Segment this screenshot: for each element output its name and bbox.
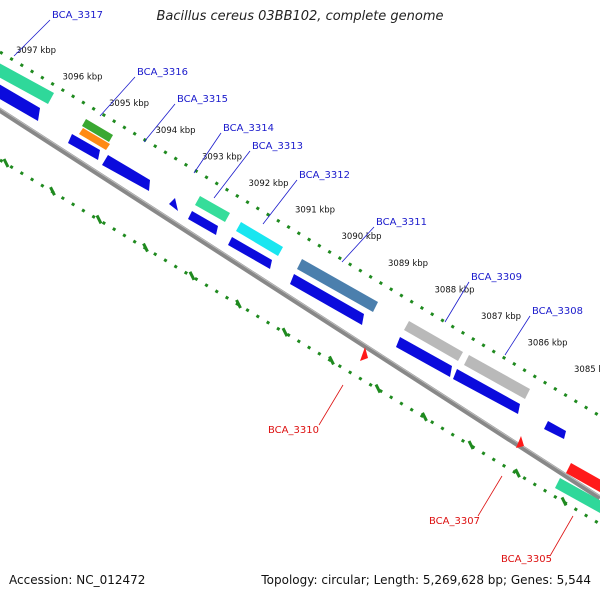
topology-summary: Topology: circular; Length: 5,269,628 bp… [261, 573, 591, 587]
genome-backbone [0, 107, 600, 501]
leader-bca-3305 [549, 515, 574, 557]
reverse-strand-markers [360, 347, 524, 448]
label-leaders [13, 19, 574, 557]
major-tick [281, 327, 289, 337]
kbp-tick-label: 3095 kbp [109, 99, 149, 109]
cds-arrow[interactable] [68, 134, 100, 160]
major-tick [560, 496, 568, 507]
cds-arrow[interactable] [0, 80, 40, 121]
leader-bca-3314 [193, 132, 222, 174]
gene-bar-bca-3305-a[interactable] [566, 463, 600, 495]
major-tick [95, 214, 103, 225]
tick-marks [2, 158, 568, 507]
lower-dotted-track [0, 158, 600, 526]
cds-arrow[interactable] [290, 274, 364, 325]
genome-backbone-highlight [0, 107, 600, 497]
major-tick [2, 158, 10, 168]
leader-bca-3310 [318, 384, 344, 426]
gene-label-bca-3307[interactable]: BCA_3307 [429, 516, 480, 527]
major-tick [467, 440, 475, 450]
gene-label-bca-3314[interactable]: BCA_3314 [223, 123, 274, 134]
gene-bar-bca-3314[interactable] [195, 196, 230, 222]
leader-bca-3312 [262, 179, 298, 225]
gene-label-bca-3313[interactable]: BCA_3313 [252, 141, 303, 152]
gene-label-bca-3308[interactable]: BCA_3308 [532, 306, 583, 317]
kbp-tick-label: 3091 kbp [295, 206, 335, 216]
gene-label-bca-3312[interactable]: BCA_3312 [299, 170, 350, 181]
cds-arrow[interactable] [396, 337, 452, 377]
gene-label-bca-3311[interactable]: BCA_3311 [376, 217, 427, 228]
gene-bar-bca-3308[interactable] [464, 355, 530, 399]
gene-bar-bca-3317[interactable] [0, 58, 54, 104]
cds-arrow[interactable] [169, 198, 178, 211]
kbp-labels: 3097 kbp 3096 kbp 3095 kbp 3094 kbp 3093 kbp… [16, 46, 600, 375]
gene-bar-bca-3309[interactable] [404, 321, 463, 361]
major-tick [49, 186, 56, 196]
page-title: Bacillus cereus 03BB102, complete genome [156, 9, 444, 24]
leader-bca-3313 [213, 150, 251, 199]
major-tick [142, 242, 149, 253]
kbp-tick-label: 3087 kbp [481, 312, 521, 322]
reverse-arrow-bca-3310[interactable] [360, 347, 368, 361]
upper-dotted-track [0, 50, 600, 418]
leader-bca-3316 [99, 76, 136, 117]
major-tick [235, 299, 242, 309]
gene-label-bca-3309[interactable]: BCA_3309 [471, 272, 522, 283]
gene-labels: BCA_3317 BCA_3316 BCA_3315 BCA_3314 BCA_… [52, 10, 583, 565]
cds-arrow[interactable] [544, 421, 566, 439]
major-tick [188, 271, 196, 281]
cds-arrow[interactable] [188, 211, 218, 235]
leader-bca-3317 [13, 19, 51, 57]
gene-bar-bca-3316-b[interactable] [79, 128, 110, 150]
kbp-tick-label: 3092 kbp [249, 179, 289, 189]
major-tick [328, 355, 335, 366]
gene-bar-bca-3313[interactable] [236, 222, 283, 256]
kbp-tick-label: 3090 kbp [342, 232, 382, 242]
major-tick [374, 383, 382, 394]
gene-label-bca-3317[interactable]: BCA_3317 [52, 10, 103, 21]
leader-bca-3307 [477, 475, 503, 517]
kbp-tick-label: 3097 kbp [16, 46, 56, 56]
gene-label-bca-3315[interactable]: BCA_3315 [177, 94, 228, 105]
major-tick [514, 468, 521, 478]
kbp-tick-label: 3094 kbp [156, 126, 196, 136]
cds-track [0, 80, 566, 439]
kbp-tick-label: 3086 kbp [528, 339, 568, 349]
leader-bca-3308 [504, 315, 531, 356]
leader-bca-3311 [341, 226, 375, 263]
gene-bar-bca-3316-a[interactable] [82, 119, 113, 142]
gene-label-bca-3310[interactable]: BCA_3310 [268, 425, 319, 436]
kbp-tick-label: 3088 kbp [435, 285, 475, 295]
kbp-tick-label: 3096 kbp [63, 73, 103, 83]
cds-arrow[interactable] [102, 155, 150, 191]
major-tick [421, 412, 428, 422]
reverse-arrow-bca-3307[interactable] [516, 436, 524, 448]
accession-text: Accession: NC_012472 [9, 573, 146, 587]
feature-track [0, 58, 600, 513]
gene-bar-bca-3311[interactable] [297, 259, 378, 312]
gene-label-bca-3305[interactable]: BCA_3305 [501, 554, 552, 565]
cds-arrow[interactable] [228, 237, 272, 269]
kbp-tick-label: 3089 kbp [388, 259, 428, 269]
gene-label-bca-3316[interactable]: BCA_3316 [137, 67, 188, 78]
gene-bar-bca-3305-b[interactable] [555, 478, 600, 513]
kbp-tick-label: 3093 kbp [202, 152, 242, 162]
leader-bca-3309 [444, 281, 470, 323]
kbp-tick-label: 3085 kbp [574, 365, 600, 375]
cds-arrow[interactable] [453, 369, 520, 414]
leader-bca-3315 [143, 103, 176, 143]
